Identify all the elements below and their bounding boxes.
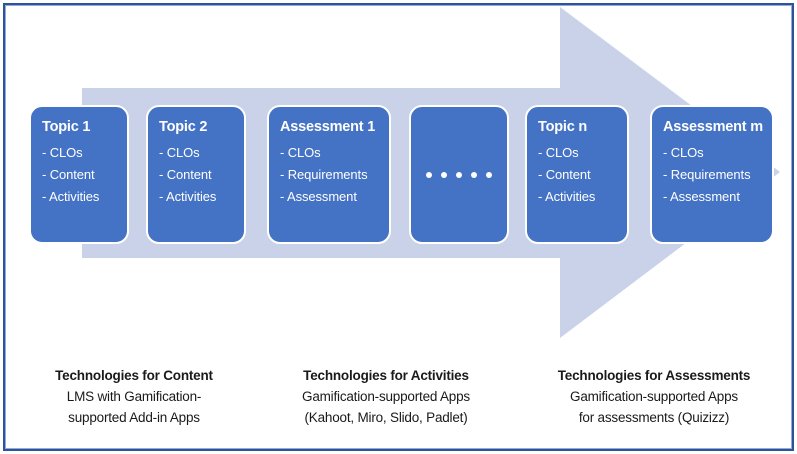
card-line: - Content <box>159 167 212 182</box>
card-line: - Activities <box>159 189 217 204</box>
caption-line: supported Add-in Apps <box>68 410 200 425</box>
caption-activities: Technologies for Activities Gamification… <box>276 366 496 428</box>
card-line: - Assessment <box>663 189 740 204</box>
caption-title: Technologies for Activities <box>303 368 469 383</box>
caption-line: Gamification-supported Apps <box>570 389 738 404</box>
caption-title: Technologies for Content <box>55 368 213 383</box>
ellipsis-dot-icon <box>456 171 462 178</box>
caption-line: LMS with Gamification- <box>66 389 202 404</box>
caption-assessments: Technologies for Assessments Gamificatio… <box>538 366 770 428</box>
ellipsis-dot-icon <box>441 171 447 178</box>
card-title: Assessment m <box>663 119 763 135</box>
card-line: - Content <box>538 167 591 182</box>
card-topic-n[interactable]: Topic n - CLOs - Content - Activities <box>525 105 629 244</box>
card-topic-2[interactable]: Topic 2 - CLOs - Content - Activities <box>146 105 246 244</box>
card-line: - Activities <box>42 189 100 204</box>
card-line: - Requirements <box>663 167 751 182</box>
caption-line: for assessments (Quizizz) <box>578 410 730 425</box>
card-title: Topic 1 <box>42 119 91 135</box>
ellipsis-dot-icon <box>426 171 432 178</box>
card-assessment-m[interactable]: Assessment m - CLOs - Requirements - Ass… <box>650 105 774 244</box>
card-line: - Requirements <box>280 167 368 182</box>
card-line: - CLOs <box>42 145 83 160</box>
caption-line: (Kahoot, Miro, Slido, Padlet) <box>304 410 468 425</box>
card-line: - Content <box>42 167 95 182</box>
card-title: Assessment 1 <box>280 119 376 135</box>
card-assessment-1[interactable]: Assessment 1 - CLOs - Requirements - Ass… <box>267 105 391 244</box>
card-ellipsis[interactable] <box>409 105 509 244</box>
caption-line: Gamification-supported Apps <box>302 389 470 404</box>
caption-content: Technologies for Content LMS with Gamifi… <box>24 366 244 428</box>
ellipsis-dots <box>426 171 492 178</box>
caption-title: Technologies for Assessments <box>557 368 751 383</box>
ellipsis-dot-icon <box>471 171 477 178</box>
card-line: - CLOs <box>280 145 321 160</box>
card-topic-1[interactable]: Topic 1 - CLOs - Content - Activities <box>29 105 129 244</box>
card-line: - CLOs <box>159 145 200 160</box>
card-line: - CLOs <box>663 145 704 160</box>
card-title: Topic n <box>538 119 588 135</box>
ellipsis-dot-icon <box>486 171 492 178</box>
card-line: - Activities <box>538 189 596 204</box>
card-title: Topic 2 <box>159 119 208 135</box>
card-line: - CLOs <box>538 145 579 160</box>
card-line: - Assessment <box>280 189 357 204</box>
